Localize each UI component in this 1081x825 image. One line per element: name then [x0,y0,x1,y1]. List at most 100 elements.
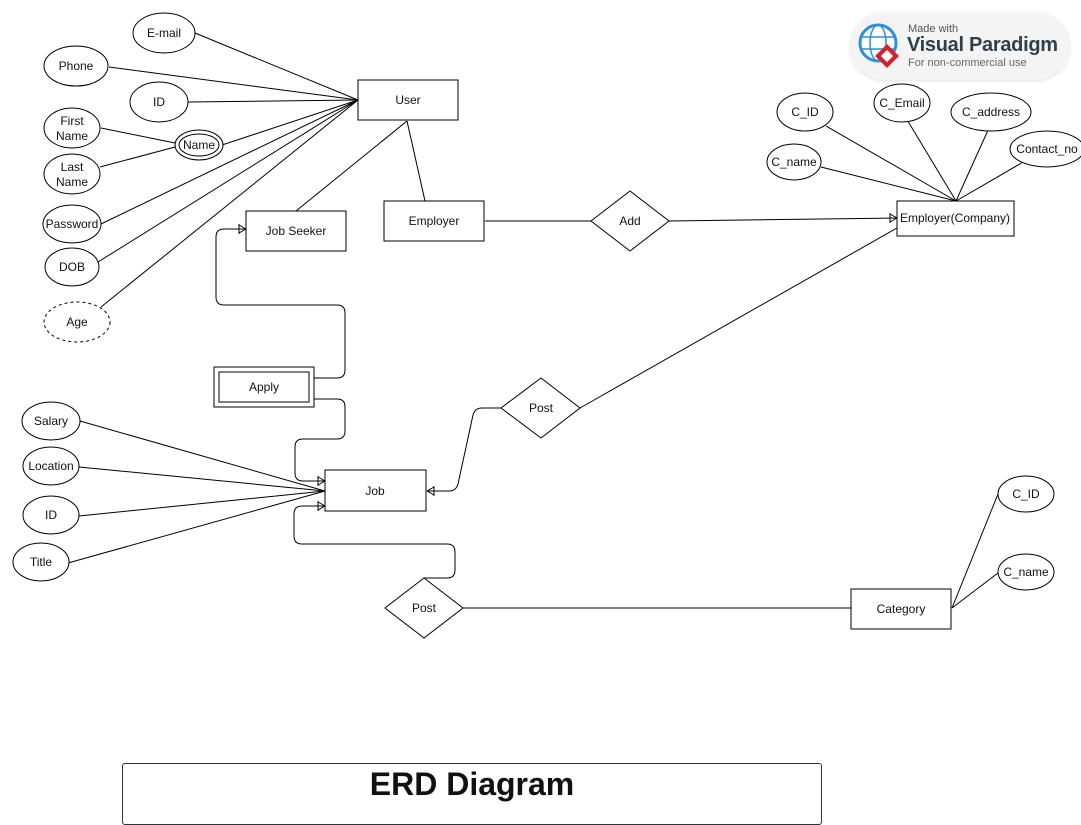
visual-paradigm-watermark[interactable]: Made with Visual Paradigm For non-commer… [850,12,1070,80]
entity-category-label: Category [877,602,926,616]
attribute-user-email[interactable]: E-mail [132,12,196,54]
entity-user-label: User [395,93,420,107]
attribute-job-title-label: Title [30,555,53,569]
connectors [67,32,1026,609]
attribute-user-name-label: Name [183,138,215,152]
relationship-post-category-label: Post [412,601,437,615]
attribute-user-phone[interactable]: Phone [43,45,109,87]
relationship-add[interactable]: Add [590,190,670,252]
entity-employer[interactable]: Employer [383,200,485,242]
watermark-note: For non-commercial use [908,57,1027,69]
weak-entity-apply-label: Apply [249,380,279,394]
relationship-post-category[interactable]: Post [384,577,464,639]
erd-canvas: User Job Seeker Employer Employer(Compan… [12,12,1081,639]
edge-name-user [221,99,359,146]
diagram-title: ERD Diagram [369,766,575,802]
edge-salary-job [79,420,326,492]
attribute-company-cemail[interactable]: C_Email [873,83,931,123]
edge-job-postcat [293,505,456,579]
crow-foot-job-cat-a [317,501,326,507]
edge-post-job [427,407,501,492]
edge-location-job [78,466,326,492]
attribute-user-email-label: E-mail [147,26,181,40]
attribute-company-cemail-label: C_Email [879,96,924,110]
attribute-job-salary[interactable]: Salary [21,401,81,441]
edge-id-user [187,99,359,103]
attribute-user-id[interactable]: ID [129,81,189,123]
attribute-user-age-label: Age [66,315,88,329]
edge-age-user [100,99,359,308]
attribute-job-title[interactable]: Title [12,542,70,582]
edge-user-jobseeker [295,120,408,212]
watermark-brand: Visual Paradigm [907,34,1058,56]
attribute-category-cname-label: C_name [1003,565,1049,579]
edge-id-job [78,490,326,517]
entity-user[interactable]: User [357,79,459,121]
attribute-user-phone-label: Phone [59,59,94,73]
relationship-add-label: Add [619,214,640,228]
attribute-user-dob-label: DOB [59,260,85,274]
watermark-made-with: Made with [908,23,959,35]
attribute-company-contact-no-label: Contact_no [1016,142,1078,156]
attribute-user-first-name[interactable]: First Name [43,107,101,149]
attribute-company-cid[interactable]: C_ID [776,92,834,132]
crow-foot-job-post-a [426,486,435,492]
attribute-user-last-name-line2: Name [56,175,88,189]
crow-foot-job-apply-b [317,480,326,486]
attribute-company-contact-no[interactable]: Contact_no [1009,130,1081,168]
attribute-category-cid[interactable]: C_ID [997,475,1055,513]
edge-cemail-company [905,117,957,202]
edge-title-job [67,490,326,564]
relationship-post-job-label: Post [529,401,554,415]
entity-employer-company[interactable]: Employer(Company) [896,200,1015,237]
diagram-title-box: ERD Diagram [122,763,822,825]
crow-foot-jobseeker-b [238,228,247,234]
attribute-job-salary-label: Salary [34,414,68,428]
edge-cat-cid [951,493,999,609]
edge-phone-user [108,66,359,101]
attribute-user-dob[interactable]: DOB [44,247,100,287]
attribute-job-id-label: ID [45,508,57,522]
attribute-category-cid-label: C_ID [1012,487,1040,501]
attribute-user-last-name[interactable]: Last Name [43,153,101,195]
entity-job[interactable]: Job [324,469,427,512]
crow-foot-job-cat-b [317,505,326,511]
crow-foot-company-add-a [889,213,898,219]
edge-company-post [579,227,898,409]
attribute-company-cname[interactable]: C_name [766,143,822,181]
weak-entity-apply[interactable]: Apply [213,366,315,408]
edge-contact-company [955,160,1026,202]
attribute-job-location[interactable]: Location [22,446,80,486]
entity-job-seeker-label: Job Seeker [266,224,327,238]
relationship-post-job[interactable]: Post [500,377,581,439]
attribute-user-first-name-line2: Name [56,129,88,143]
attribute-company-caddress-label: C_address [962,105,1020,119]
attribute-user-password[interactable]: Password [42,204,102,244]
edge-add-company [668,217,898,222]
edge-dob-user [97,99,359,263]
entity-category[interactable]: Category [850,588,952,630]
edge-firstname-name [100,127,176,144]
crow-foot-job-apply-a [317,476,326,482]
attribute-company-cname-label: C_name [771,155,817,169]
edge-jobseeker-apply [215,228,346,379]
attribute-user-first-name-line1: First [60,114,84,128]
attribute-user-last-name-line1: Last [61,160,84,174]
attribute-company-cid-label: C_ID [791,105,819,119]
visual-paradigm-logo-icon [858,22,902,73]
attribute-company-caddress[interactable]: C_address [950,92,1032,132]
attribute-user-name[interactable]: Name [174,129,224,161]
crow-foot-company-add-b [889,217,898,223]
attribute-user-password-label: Password [46,217,99,231]
attribute-job-id[interactable]: ID [22,495,80,535]
entity-job-seeker[interactable]: Job Seeker [245,210,347,252]
attribute-category-cname[interactable]: C_name [997,553,1055,591]
edge-lastname-name [99,146,176,168]
entity-employer-label: Employer [409,214,460,228]
entity-employer-company-label: Employer(Company) [900,211,1010,225]
edge-caddress-company [955,127,990,202]
crow-foot-jobseeker-a [238,224,247,230]
edge-password-user [100,99,359,225]
edge-apply-job [294,398,346,482]
attribute-user-age[interactable]: Age [43,301,111,343]
